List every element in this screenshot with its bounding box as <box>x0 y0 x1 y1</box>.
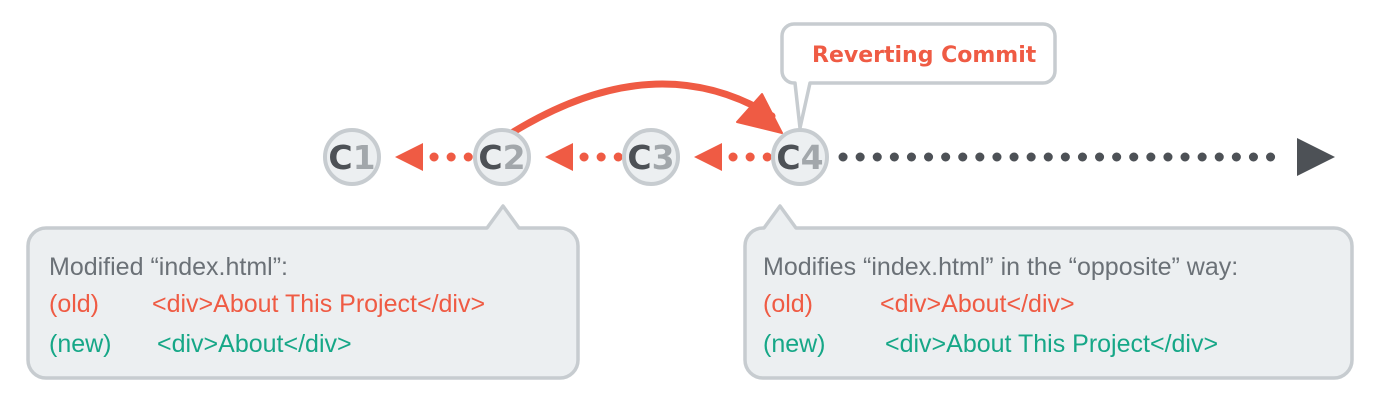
parent-arrow-c4-c3 <box>694 143 774 171</box>
detail-box-c2-old-code: <div>About This Project</div> <box>152 290 485 318</box>
revert-arrow-head <box>736 93 783 134</box>
reverting-commit-callout: Reverting Commit <box>780 22 1057 130</box>
commit-node-c1[interactable]: C1 <box>323 128 381 186</box>
commit-number-c2: 2 <box>503 138 526 177</box>
parent-arrow-c3-c2 <box>545 143 625 171</box>
commit-prefix-c4: C <box>776 138 800 177</box>
commit-number-c1: 1 <box>353 138 376 177</box>
detail-box-c2-old-tag: (old) <box>49 290 99 318</box>
commit-prefix-c2: C <box>478 138 502 177</box>
parent-arrow-c2-c1 <box>395 143 475 171</box>
detail-box-c2-heading: Modified “index.html”: <box>49 253 288 281</box>
future-timeline-arrowhead <box>1297 138 1335 176</box>
detail-box-c2-new-tag: (new) <box>49 330 112 358</box>
revert-arrow-c2-to-c4 <box>506 80 783 138</box>
commit-circle-c3[interactable] <box>622 128 680 186</box>
commit-number-c3: 3 <box>652 138 675 177</box>
detail-box-c4: Modifies “index.html” in the “opposite” … <box>743 204 1354 380</box>
commit-label-c1: C1 <box>328 138 375 177</box>
revert-arrow-curve <box>506 80 776 138</box>
commit-number-c4: 4 <box>801 138 824 177</box>
detail-box-c4-bubble <box>743 204 1354 380</box>
reverting-commit-callout-bubble <box>780 22 1057 130</box>
detail-box-c2: Modified “index.html”: (old) <div>About … <box>26 204 580 380</box>
detail-box-c4-old-code: <div>About</div> <box>880 290 1075 318</box>
commit-node-c3[interactable]: C3 <box>622 128 680 186</box>
commit-prefix-c1: C <box>328 138 352 177</box>
commit-prefix-c3: C <box>627 138 651 177</box>
commit-node-c4[interactable]: C4 <box>771 128 829 186</box>
future-timeline <box>838 138 1335 176</box>
commit-label-c2: C2 <box>478 138 525 177</box>
commit-label-c3: C3 <box>627 138 674 177</box>
detail-box-c4-new-tag: (new) <box>763 330 826 358</box>
commit-label-c4: C4 <box>776 138 823 177</box>
parent-arrow-c4-c3-head <box>694 143 722 171</box>
commit-circle-c2[interactable] <box>473 128 531 186</box>
commit-node-c2[interactable]: C2 <box>473 128 531 186</box>
detail-box-c2-new-code: <div>About</div> <box>157 330 352 358</box>
parent-arrow-c3-c2-head <box>545 143 573 171</box>
commit-circle-c4[interactable] <box>771 128 829 186</box>
detail-box-c4-old-tag: (old) <box>763 290 813 318</box>
detail-box-c4-new-code: <div>About This Project</div> <box>885 330 1218 358</box>
parent-arrow-c2-c1-head <box>395 143 423 171</box>
detail-box-c2-bubble <box>26 204 580 380</box>
detail-box-c4-heading: Modifies “index.html” in the “opposite” … <box>763 253 1238 281</box>
commit-circle-c1[interactable] <box>323 128 381 186</box>
reverting-commit-label: Reverting Commit <box>812 43 1037 68</box>
